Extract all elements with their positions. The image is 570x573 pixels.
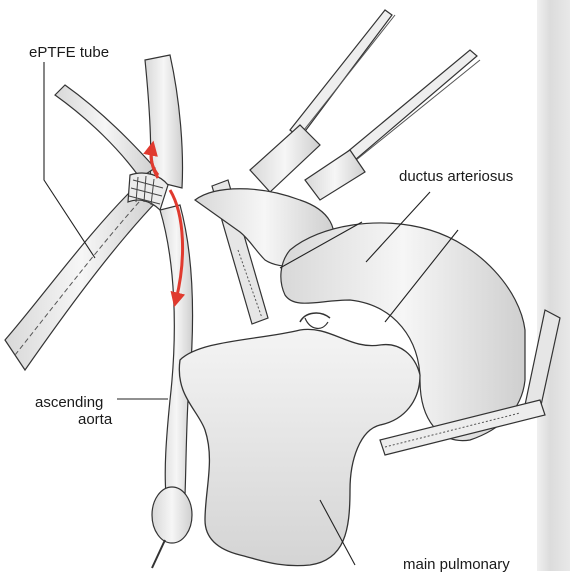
main-pulmonary-label: main pulmonary <box>403 556 510 573</box>
eptfe-tube-graft <box>5 182 158 370</box>
ascending-aorta-label-line1: ascending <box>35 394 103 411</box>
suture-knot-icon <box>305 318 328 328</box>
ascending-aorta-label-line2: aorta <box>78 411 112 428</box>
upper-branch-vessel <box>55 55 183 188</box>
eptfe-tube-label: ePTFE tube <box>29 44 109 61</box>
ductus-arteriosus-label: ductus arteriosus <box>399 168 513 185</box>
